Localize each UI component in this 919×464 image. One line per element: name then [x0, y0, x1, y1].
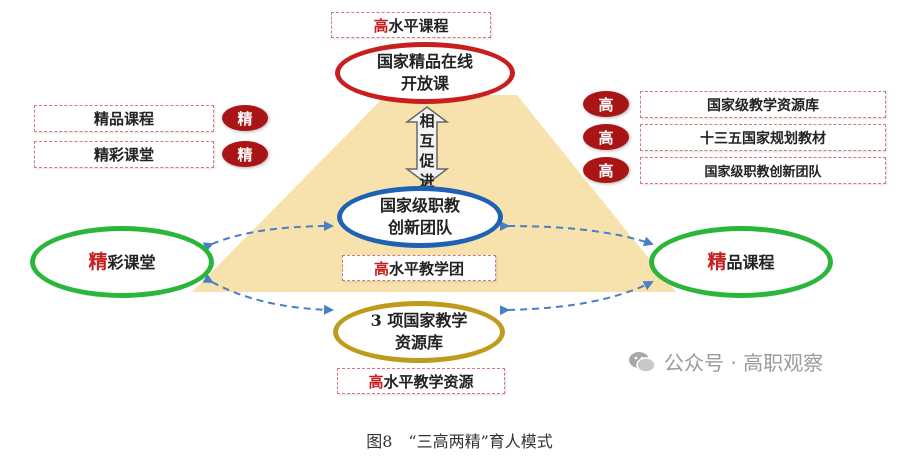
center-circle: 国家级职教 创新团队 — [337, 186, 503, 248]
right-item-2-badge: 高 — [583, 124, 629, 150]
promote-char-2: 互 — [419, 132, 435, 150]
right-circle-highlight: 精 — [707, 250, 727, 273]
right-circle: 精品课程 — [649, 226, 833, 298]
bottom-circle: 3 项国家教学 资源库 — [333, 301, 505, 363]
right-item-3: 国家级职教创新团队 — [640, 157, 886, 184]
left-item-1-label: 精品课程 — [93, 110, 154, 128]
top-circle-line2: 开放课 — [400, 74, 449, 93]
left-item-2-label: 精彩课堂 — [93, 146, 154, 164]
watermark: 公众号 · 高职观察 — [628, 347, 823, 376]
bottom-circle-line1: 3 项国家教学 — [370, 311, 468, 330]
figure-caption: 图8 “三高两精”育人模式 — [366, 432, 553, 451]
ellipse-arrow-lower-right — [499, 281, 654, 316]
right-item-1: 国家级教学资源库 — [640, 91, 886, 118]
left-circle-text: 彩课堂 — [107, 252, 156, 272]
bottom-tag: 高水平教学资源 — [337, 368, 505, 394]
left-item-1: 精品课程 — [34, 105, 214, 132]
right-circle-text: 品课程 — [726, 252, 775, 272]
double-arrow-icon — [404, 106, 450, 185]
wechat-icon — [629, 351, 656, 373]
promote-char-3: 促 — [419, 152, 435, 170]
right-item-2: 十三五国家规划教材 — [640, 124, 886, 151]
watermark-text: 公众号 · 高职观察 — [664, 351, 824, 375]
center-tag: 高水平教学团 — [342, 255, 496, 281]
left-circle: 精彩课堂 — [30, 226, 214, 298]
left-item-1-badge: 精 — [222, 105, 268, 131]
bottom-circle-line2: 资源库 — [394, 333, 443, 352]
ellipse-arrow-upper-left — [202, 221, 334, 252]
top-tag: 高水平课程 — [331, 12, 491, 38]
right-item-3-badge: 高 — [583, 157, 629, 183]
left-item-2: 精彩课堂 — [34, 141, 214, 168]
center-tag-highlight: 高 — [373, 259, 389, 278]
left-item-2-badge: 精 — [222, 141, 268, 167]
right-item-1-badge: 高 — [583, 91, 629, 117]
promote-char-1: 相 — [419, 112, 435, 130]
top-tag-highlight: 高 — [373, 16, 389, 35]
left-circle-highlight: 精 — [88, 250, 108, 273]
right-item-3-label: 国家级职教创新团队 — [704, 165, 822, 180]
top-circle-line1: 国家精品在线 — [376, 52, 473, 71]
ellipse-arrow-lower-left — [202, 273, 334, 315]
ellipse-arrow-upper-right — [499, 220, 654, 247]
center-tag-text: 水平教学团 — [389, 259, 465, 278]
right-item-2-label: 十三五国家规划教材 — [700, 130, 826, 147]
bottom-tag-highlight: 高 — [368, 372, 384, 391]
bottom-tag-text: 水平教学资源 — [383, 372, 474, 391]
top-tag-text: 水平课程 — [388, 16, 449, 35]
center-circle-line2: 创新团队 — [387, 218, 452, 237]
center-circle-line1: 国家级职教 — [379, 196, 460, 215]
promote-arrow-label: 相 互 促 进 — [417, 111, 437, 191]
right-item-1-label: 国家级教学资源库 — [707, 97, 819, 114]
top-circle: 国家精品在线 开放课 — [335, 42, 515, 104]
